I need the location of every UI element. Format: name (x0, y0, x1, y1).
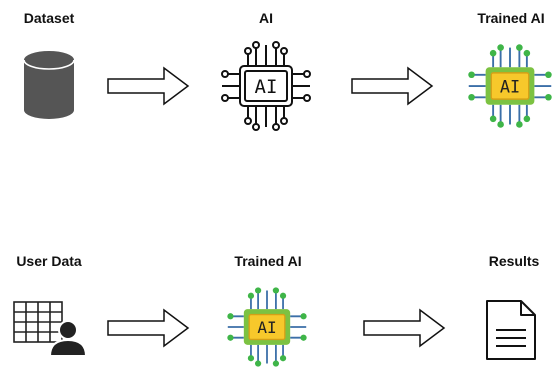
results-label: Results (488, 253, 540, 269)
arrow-right-icon (363, 308, 446, 348)
arrow-right-icon (107, 66, 190, 106)
database-icon (23, 51, 75, 119)
trained-ai-chip-icon: AI (227, 287, 307, 367)
document-icon (486, 300, 536, 360)
trained-ai-label-bottom: Trained AI (234, 253, 302, 269)
user-data-label: User Data (16, 253, 82, 269)
trained-ai-chip-text: AI (500, 77, 520, 97)
ai-label: AI (259, 10, 273, 26)
ai-chip-icon: AI (221, 41, 311, 131)
arrow-right-icon (351, 66, 434, 106)
dataset-label: Dataset (23, 10, 75, 26)
arrow-right-icon (107, 308, 190, 348)
trained-ai-label-top: Trained AI (477, 10, 545, 26)
user-data-table-icon (13, 301, 88, 357)
trained-ai-chip-text: AI (257, 318, 276, 337)
trained-ai-chip-icon: AI (468, 44, 552, 128)
ai-chip-text: AI (255, 76, 278, 98)
